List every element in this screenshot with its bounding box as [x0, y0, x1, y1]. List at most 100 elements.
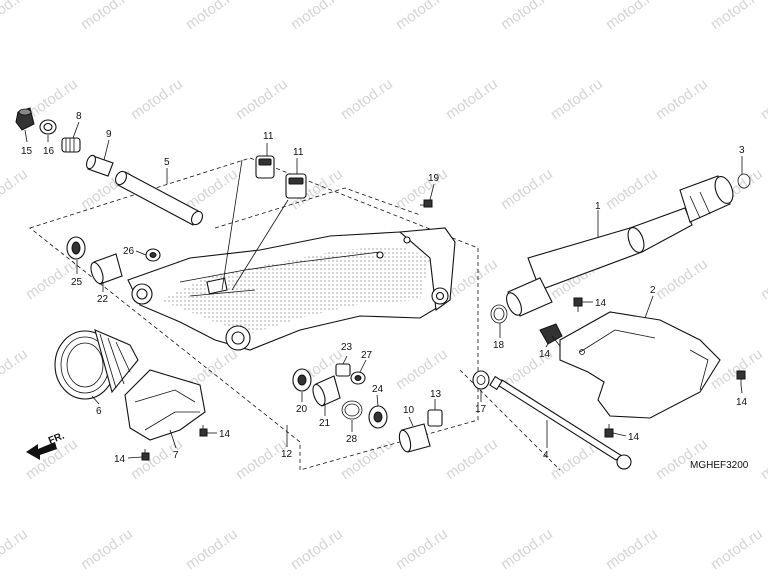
watermark-text: motod.ru — [393, 0, 451, 33]
part-6-boot — [54, 329, 139, 400]
diagram-code: MGHEF3200 — [690, 460, 749, 471]
watermark-text: motod.ru — [653, 75, 711, 123]
part-11-boot-lower — [285, 173, 307, 199]
part-4-pivot-shaft — [489, 375, 632, 470]
callout-16: 17 — [475, 404, 487, 415]
callout-6: 6 — [96, 406, 102, 417]
part-1-drive-shaft — [506, 175, 734, 317]
callout-14-b: 14 — [114, 454, 126, 465]
callout-15: 15 — [21, 146, 33, 157]
leader-lines — [24, 121, 743, 459]
callout-3: 3 — [739, 145, 745, 156]
callout-19: 18 — [493, 340, 505, 351]
callout-4: 4 — [543, 450, 549, 461]
watermark-text: motod.ru — [0, 165, 31, 213]
part-26-seal — [66, 236, 86, 260]
part-27-collar-upper — [145, 248, 161, 262]
part-19-oring — [490, 304, 508, 324]
watermark-text: motod.ru — [603, 525, 661, 573]
callout-20: 19 — [428, 173, 440, 184]
callout-1: 1 — [595, 201, 601, 212]
watermark-text: motod.ru — [758, 435, 768, 483]
watermark-text: motod.ru — [758, 255, 768, 303]
part-25-seal — [368, 405, 388, 429]
watermark-text: motod.ru — [758, 75, 768, 123]
watermark-text: motod.ru — [708, 345, 766, 393]
part-22-bearing — [312, 375, 341, 407]
callout-26: 25 — [71, 277, 83, 288]
part-20-bolt — [420, 199, 433, 208]
callout-12: 12 — [281, 449, 293, 460]
part-14-bolt-e — [604, 424, 614, 438]
watermark-text: motod.ru — [128, 75, 186, 123]
callout-18: 14 — [539, 349, 551, 360]
watermark-text: motod.ru — [603, 165, 661, 213]
part-3-circlip — [737, 173, 751, 189]
callout-10: 10 — [403, 405, 415, 416]
callout-24: 23 — [341, 342, 353, 353]
callout-2: 2 — [650, 285, 656, 296]
watermark-text: motod.ru — [708, 525, 766, 573]
part-10-collar — [398, 423, 431, 453]
watermark-text: motod.ru — [603, 0, 661, 33]
watermark-text: motod.ru — [443, 435, 501, 483]
part-8-bearing — [61, 137, 81, 153]
callout-labels: 11 11 5 9 8 16 15 26 25 22 6 7 14 14 12 … — [21, 111, 748, 465]
watermark-text: motod.ru — [498, 525, 556, 573]
part-16-washer — [472, 370, 490, 390]
callout-14-d: 14 — [736, 397, 748, 408]
part-23-bearing — [90, 253, 123, 285]
callout-23: 22 — [97, 294, 109, 305]
callout-28: 28 — [346, 434, 358, 445]
callout-7: 7 — [173, 450, 179, 461]
callout-13: 13 — [430, 389, 442, 400]
watermark-text: motod.ru — [653, 255, 711, 303]
watermark-text: motod.ru — [443, 75, 501, 123]
part-12-swingarm — [127, 227, 456, 351]
watermark-text: motod.ru — [498, 0, 556, 33]
watermark-text: motod.ru — [78, 525, 136, 573]
callout-11-lower: 11 — [293, 147, 304, 158]
part-28-circlip — [341, 400, 363, 420]
part-21-seal — [292, 368, 312, 392]
callout-17: 16 — [43, 146, 55, 157]
part-14-bolt-b — [141, 449, 150, 461]
callout-14-e: 14 — [628, 432, 640, 443]
part-27-collar-lower — [350, 371, 366, 385]
part-14-bolt-c — [573, 297, 583, 312]
callout-5: 5 — [164, 157, 170, 168]
part-13-pin — [427, 409, 443, 427]
part-7-cover — [124, 369, 206, 441]
watermark-text: motod.ru — [393, 345, 451, 393]
callout-25: 24 — [372, 384, 384, 395]
watermark-text: motod.ru — [548, 75, 606, 123]
watermark-text: motod.ru — [393, 525, 451, 573]
part-2-cover — [559, 311, 721, 419]
watermark-text: motod.ru — [393, 165, 451, 213]
watermark-text: motod.ru — [183, 525, 241, 573]
part-9-sleeve — [85, 154, 114, 177]
watermark-text: motod.ru — [183, 0, 241, 33]
part-15-cap — [15, 107, 35, 131]
part-24-bearing — [335, 363, 351, 377]
callout-14-c: 14 — [595, 298, 607, 309]
part-14-bolt-d — [736, 370, 746, 385]
watermark-text: motod.ru — [708, 0, 766, 33]
watermark-text: motod.ru — [183, 165, 241, 213]
watermark-text: motod.ru — [0, 525, 31, 573]
callout-9: 9 — [106, 129, 112, 140]
callout-21: 20 — [296, 404, 308, 415]
watermark-text: motod.ru — [233, 75, 291, 123]
callout-11-upper: 11 — [263, 131, 274, 142]
part-5-tube — [114, 170, 204, 226]
part-17-seal — [39, 119, 57, 135]
watermark-text: motod.ru — [498, 165, 556, 213]
watermark-text: motod.ru — [288, 525, 346, 573]
watermark-text: motod.ru — [338, 75, 396, 123]
part-11-boot-upper — [255, 155, 275, 179]
part-14-bolt-a — [199, 425, 208, 437]
watermark-text: motod.ru — [0, 0, 31, 33]
watermark-text: motod.ru — [78, 0, 136, 33]
callout-8: 8 — [76, 111, 82, 122]
